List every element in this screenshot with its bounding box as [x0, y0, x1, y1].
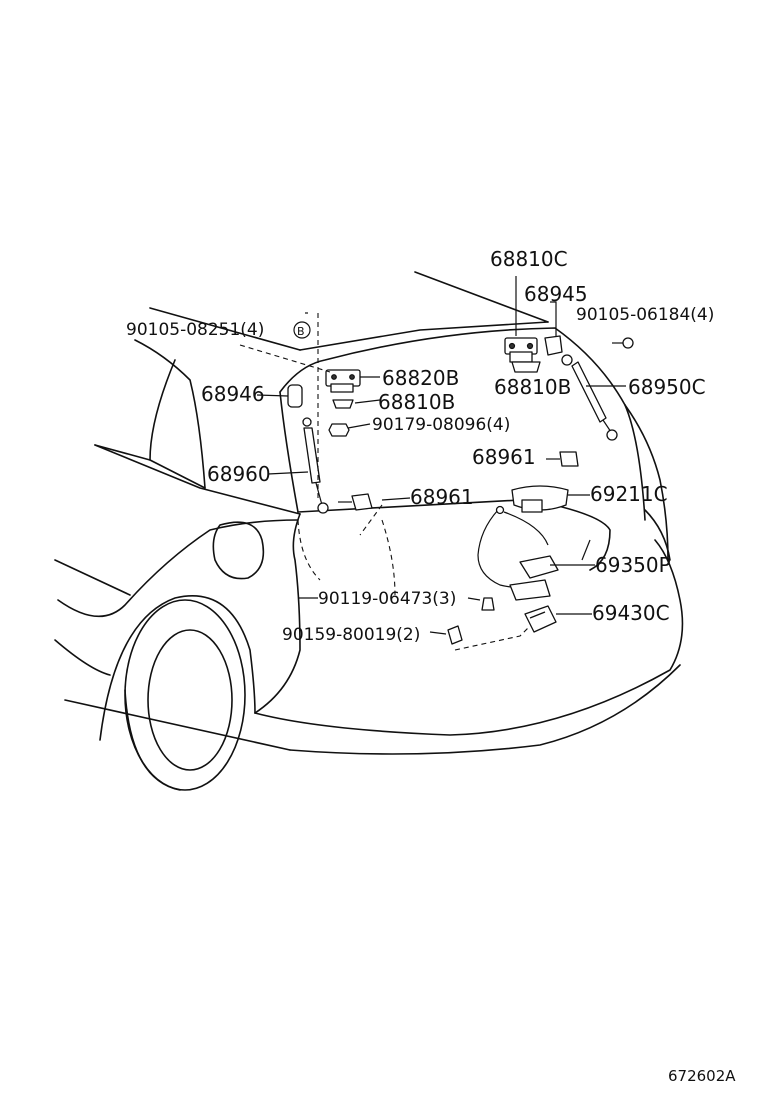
label-68961-right: 68961 [472, 445, 536, 469]
label-90105-08251: 90105-08251(4) [126, 320, 264, 340]
label-68820B: 68820B [382, 366, 459, 390]
latch-and-lock [447, 485, 569, 651]
label-68810B-right: 68810B [494, 375, 571, 399]
hinge-parts [287, 335, 634, 437]
leader-lines [239, 276, 626, 635]
label-90179-08096: 90179-08096(4) [372, 415, 510, 435]
label-68810B-left: 68810B [378, 390, 455, 414]
label-69350P: 69350P [595, 553, 671, 577]
label-68960: 68960 [207, 462, 271, 486]
car-body-outline [54, 271, 684, 791]
symbol-b-letter: B [297, 325, 305, 338]
label-68945: 68945 [524, 282, 588, 306]
label-68961-mid: 68961 [410, 485, 474, 509]
symbol-b: B [293, 321, 311, 339]
label-68810C-top: 68810C [490, 247, 568, 271]
label-68946: 68946 [201, 382, 265, 406]
label-90105-06184: 90105-06184(4) [576, 305, 714, 325]
stoppers [338, 451, 579, 511]
gas-struts [302, 354, 618, 514]
label-68950C: 68950C [628, 375, 706, 399]
part-labels: 68810C 68945 90105-06184(4) 90105-08251(… [126, 247, 714, 645]
drawing-code: 672602A [668, 1067, 736, 1085]
label-90119-06473: 90119-06473(3) [318, 589, 456, 609]
label-69430C: 69430C [592, 601, 670, 625]
label-90159-80019: 90159-80019(2) [282, 625, 420, 645]
label-69211C: 69211C [590, 482, 668, 506]
